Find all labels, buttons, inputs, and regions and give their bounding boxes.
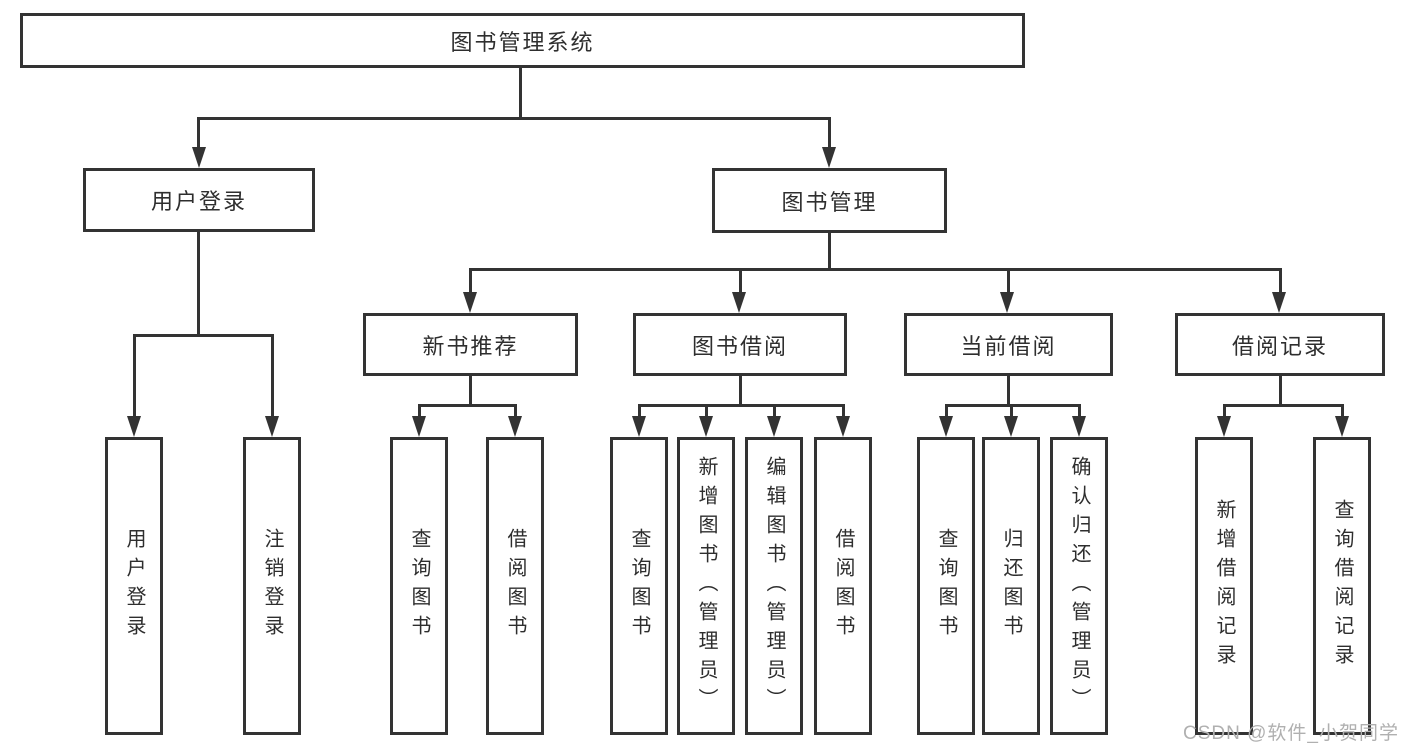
connector-line (469, 268, 1282, 271)
connector-line (1007, 268, 1010, 293)
connector-line (519, 68, 522, 117)
node-root: 图书管理系统 (20, 13, 1025, 68)
arrow-down-icon (632, 416, 646, 437)
connector-line (945, 404, 1081, 407)
node-leaf-borrow-book: 借阅图书 (814, 437, 872, 735)
connector-line (1279, 268, 1282, 293)
connector-line (197, 117, 200, 148)
node-leaf-borrow-book-recommend: 借阅图书 (486, 437, 544, 735)
node-book-management: 图书管理 (712, 168, 947, 233)
arrow-down-icon (192, 147, 206, 168)
arrow-down-icon (767, 416, 781, 437)
arrow-down-icon (1072, 416, 1086, 437)
node-borrow-record: 借阅记录 (1175, 313, 1385, 376)
arrow-down-icon (265, 416, 279, 437)
node-leaf-add-book-admin: 新增图书（管理员） (677, 437, 735, 735)
connector-line (418, 404, 517, 407)
node-leaf-add-borrow-record: 新增借阅记录 (1195, 437, 1253, 735)
arrow-down-icon (699, 416, 713, 437)
arrow-down-icon (1217, 416, 1231, 437)
connector-line (469, 268, 472, 293)
connector-line (418, 404, 421, 417)
arrow-down-icon (412, 416, 426, 437)
node-leaf-confirm-return-admin: 确认归还（管理员） (1050, 437, 1108, 735)
arrow-down-icon (127, 416, 141, 437)
node-leaf-query-book-current: 查询图书 (917, 437, 975, 735)
connector-line (773, 404, 776, 417)
connector-line (705, 404, 708, 417)
connector-line (842, 404, 845, 417)
node-new-book-recommend: 新书推荐 (363, 313, 578, 376)
connector-line (133, 334, 136, 417)
arrow-down-icon (1000, 292, 1014, 313)
arrow-down-icon (1335, 416, 1349, 437)
connector-line (638, 404, 641, 417)
arrow-down-icon (463, 292, 477, 313)
connector-line (1223, 404, 1226, 417)
node-leaf-edit-book-admin: 编辑图书（管理员） (745, 437, 803, 735)
connector-line (1223, 404, 1344, 407)
node-leaf-user-login: 用户登录 (105, 437, 163, 735)
connector-line (638, 404, 845, 407)
node-current-borrow: 当前借阅 (904, 313, 1113, 376)
arrow-down-icon (836, 416, 850, 437)
connector-line (197, 232, 200, 335)
connector-line (739, 376, 742, 406)
arrow-down-icon (508, 416, 522, 437)
arrow-down-icon (939, 416, 953, 437)
node-leaf-query-borrow-record: 查询借阅记录 (1313, 437, 1371, 735)
arrow-down-icon (822, 147, 836, 168)
node-leaf-return-book: 归还图书 (982, 437, 1040, 735)
csdn-watermark: CSDN @软件_小贺同学 (1183, 723, 1399, 744)
connector-line (1078, 404, 1081, 417)
node-user-login: 用户登录 (83, 168, 315, 232)
connector-line (514, 404, 517, 417)
arrow-down-icon (1272, 292, 1286, 313)
connector-line (828, 233, 831, 269)
connector-line (197, 117, 831, 120)
connector-line (133, 334, 274, 337)
node-leaf-logout: 注销登录 (243, 437, 301, 735)
node-book-borrow: 图书借阅 (633, 313, 847, 376)
connector-line (1341, 404, 1344, 417)
connector-line (271, 334, 274, 417)
arrow-down-icon (1004, 416, 1018, 437)
connector-line (1007, 376, 1010, 406)
connector-line (739, 268, 742, 293)
node-leaf-query-book-recommend: 查询图书 (390, 437, 448, 735)
connector-line (469, 376, 472, 406)
connector-line (1279, 376, 1282, 406)
arrow-down-icon (732, 292, 746, 313)
connector-line (1010, 404, 1013, 417)
connector-line (828, 117, 831, 148)
connector-line (945, 404, 948, 417)
node-leaf-query-book-borrow: 查询图书 (610, 437, 668, 735)
